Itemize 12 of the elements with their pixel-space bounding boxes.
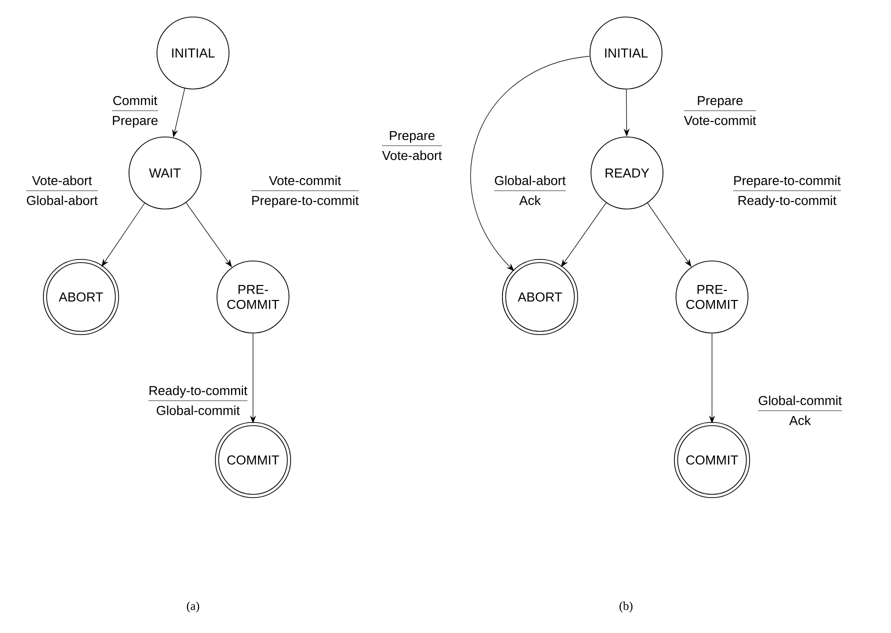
transition-label: Prepare Vote-abort (382, 131, 442, 160)
transition-label: Prepare-to-commit Ready-to-commit (733, 176, 842, 208)
caption: (b) (620, 602, 632, 612)
transition-label: Ready-to-commit Global-commit (148, 386, 248, 416)
caption: (a) (186, 602, 200, 612)
transition-label: Vote-commit Prepare-to-commit (250, 176, 360, 208)
transition-label: Global-commit Ack (758, 396, 842, 426)
transition-label: Vote-abort Global-abort (26, 176, 98, 206)
arrow (647, 202, 692, 267)
transition-label: Prepare Vote-commit (684, 96, 756, 126)
transition-label: Global-abort Ack (494, 176, 566, 206)
transition-label: Commit Prepare (112, 96, 158, 128)
